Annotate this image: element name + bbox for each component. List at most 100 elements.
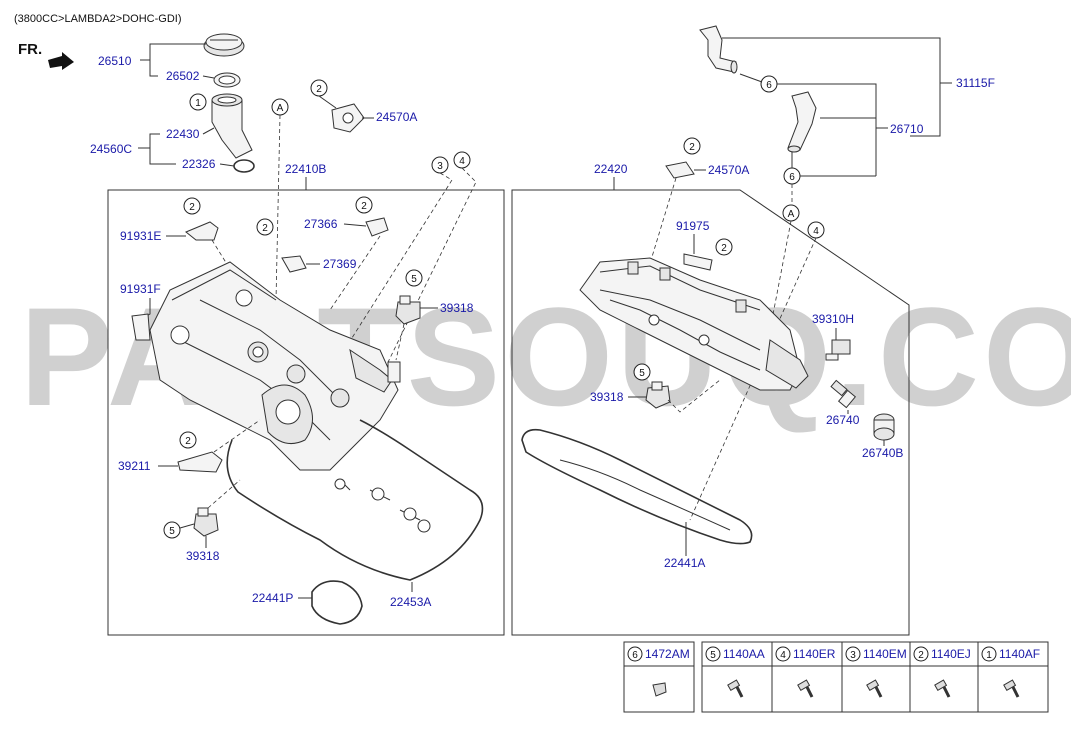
ref-circle-2-e	[179, 431, 197, 449]
part-26510[interactable]: 26510	[98, 54, 132, 68]
pcv-valve-26740	[830, 379, 857, 409]
ref-circle-2-g-label: 2	[721, 243, 727, 254]
part-22430[interactable]: 22430	[166, 127, 200, 141]
part-31115F[interactable]: 31115F	[956, 76, 995, 90]
ref-circle-1-label: 1	[195, 98, 201, 109]
gasket-22453A	[226, 419, 484, 581]
clip-icon	[652, 682, 667, 697]
ref-circle-5-b-label: 5	[169, 526, 175, 537]
part-22441A[interactable]: 22441A	[664, 556, 705, 570]
part-26710[interactable]: 26710	[890, 122, 924, 136]
fastener-ref-circle	[627, 646, 643, 662]
ref-circle-3-label: 3	[437, 161, 443, 172]
fastener-code[interactable]: 1140EJ	[931, 647, 971, 661]
fastener-ref-number: 4	[780, 650, 786, 661]
part-91975[interactable]: 91975	[676, 219, 710, 233]
fastener-ref-number: 6	[632, 650, 638, 661]
front-arrow-icon	[48, 52, 74, 70]
ref-circle-5-a-label: 5	[411, 274, 417, 285]
part-26502[interactable]: 26502	[166, 69, 200, 83]
right-assembly-box-outline	[511, 189, 910, 636]
breather-hose-top	[699, 25, 738, 74]
breather-hose-elbow	[787, 91, 817, 153]
part-24560C[interactable]: 24560C	[90, 142, 132, 156]
ref-circle-2-e-label: 2	[185, 436, 191, 447]
ref-circle-5-c	[633, 363, 651, 381]
part-39318-top[interactable]: 39318	[440, 301, 474, 315]
fastener-cell-1472AM[interactable]: 6 1472AM	[623, 641, 695, 713]
grommet-26740B	[873, 413, 895, 441]
valve-cover-left	[149, 261, 401, 471]
part-22326[interactable]: 22326	[182, 157, 216, 171]
cam-sensor-right	[645, 381, 671, 409]
fastener-code[interactable]: 1140ER	[793, 647, 836, 661]
part-26740[interactable]: 26740	[826, 413, 860, 427]
part-91931F[interactable]: 91931F	[120, 282, 161, 296]
fastener-ref-number: 3	[850, 650, 856, 661]
sensor-39310H	[825, 339, 851, 361]
fastener-code[interactable]: 1472AM	[645, 647, 690, 661]
part-91931E[interactable]: 91931E	[120, 229, 161, 243]
fastener-code[interactable]: 1140AA	[723, 647, 765, 661]
fastener-cell-1140ER[interactable]: 4 1140ER	[771, 641, 843, 713]
part-22420[interactable]: 22420	[594, 162, 628, 176]
ref-circle-2-g	[715, 238, 733, 256]
model-label: (3800CC>LAMBDA2>DOHC-GDI)	[14, 13, 182, 25]
part-39318-right[interactable]: 39318	[590, 390, 624, 404]
ref-circle-6-b-label: 6	[789, 172, 795, 183]
part-24570A-left[interactable]: 24570A	[376, 110, 417, 124]
ref-circle-5-b	[163, 521, 181, 539]
ref-circle-2-c-label: 2	[361, 201, 367, 212]
ref-circle-A-left-label: A	[277, 103, 284, 114]
ref-circle-4-a-label: 4	[459, 156, 465, 167]
fastener-code[interactable]: 1140EM	[863, 647, 907, 661]
pcv-gasket-left	[331, 103, 365, 133]
bolt-icon	[866, 679, 883, 698]
fastener-cell-1140AF[interactable]: 1 1140AF	[977, 641, 1049, 713]
ref-circle-2-f	[683, 137, 701, 155]
bracket-91931F	[131, 313, 151, 341]
part-27366[interactable]: 27366	[304, 217, 338, 231]
bolt-icon	[934, 679, 951, 698]
part-27369[interactable]: 27369	[323, 257, 357, 271]
part-39318-bottom-left[interactable]: 39318	[186, 549, 220, 563]
fastener-ref-circle	[913, 646, 929, 662]
ref-circle-5-a	[405, 269, 423, 287]
fastener-cell-1140EJ[interactable]: 2 1140EJ	[909, 641, 979, 713]
fastener-ref-circle	[775, 646, 791, 662]
fastener-cell-1140AA[interactable]: 5 1140AA	[701, 641, 773, 713]
ref-circle-2-b-label: 2	[189, 202, 195, 213]
tube-o-ring	[233, 159, 255, 173]
cap-gasket	[213, 72, 241, 88]
ref-circle-A-right-label: A	[788, 209, 795, 220]
part-39211[interactable]: 39211	[118, 459, 151, 473]
ref-circle-6-a-label: 6	[766, 80, 772, 91]
fastener-ref-circle	[981, 646, 997, 662]
part-22453A[interactable]: 22453A	[390, 595, 431, 609]
ref-circle-2-c	[355, 196, 373, 214]
fastener-ref-number: 5	[710, 650, 716, 661]
oil-filler-cap	[203, 33, 245, 57]
part-24570A-right[interactable]: 24570A	[708, 163, 749, 177]
bracket-39211	[177, 451, 223, 473]
part-26740B[interactable]: 26740B	[862, 446, 903, 460]
ref-circle-2-b	[183, 197, 201, 215]
fastener-ref-number: 1	[986, 650, 992, 661]
fastener-ref-circle	[845, 646, 861, 662]
pcv-gasket-right	[665, 161, 695, 179]
fastener-ref-number: 2	[918, 650, 924, 661]
oil-filler-tube	[211, 93, 253, 159]
bracket-91931E	[185, 221, 219, 241]
part-22410B[interactable]: 22410B	[285, 162, 326, 176]
bolt-icon	[1003, 679, 1020, 698]
part-22441P[interactable]: 22441P	[252, 591, 293, 605]
fastener-cell-1140EM[interactable]: 3 1140EM	[841, 641, 911, 713]
valve-cover-right	[579, 257, 809, 391]
fastener-code[interactable]: 1140AF	[999, 647, 1040, 661]
fastener-ref-circle	[705, 646, 721, 662]
part-39310H[interactable]: 39310H	[812, 312, 854, 326]
bracket-91975	[683, 253, 713, 271]
bolt-icon	[727, 679, 744, 698]
cam-sensor-top	[395, 295, 421, 325]
